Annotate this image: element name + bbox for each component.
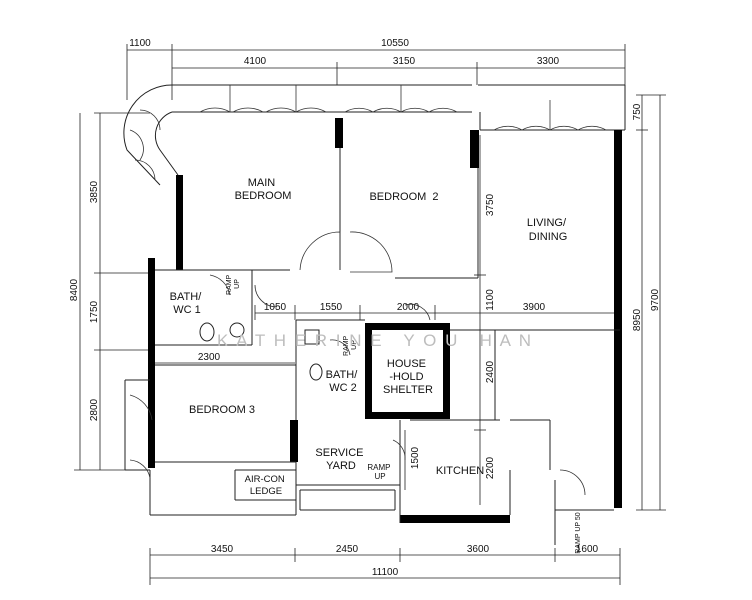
dim-corridor-3: 2000 [397, 302, 420, 313]
service-yard-label: SERVICE YARD [315, 447, 366, 472]
bedroom-3-label: BEDROOM 3 [189, 404, 255, 416]
fixtures [199, 322, 323, 381]
dim-bottom-1: 3450 [211, 544, 234, 555]
dim-right-mid: 8950 [632, 308, 643, 331]
room-labels: MAIN BEDROOM BEDROOM 2 LIVING/ DINING BA… [170, 177, 569, 497]
dim-bedroom2-height: 3750 [485, 193, 496, 216]
dim-bottom-2: 2450 [336, 544, 359, 555]
sink-icon [229, 322, 245, 338]
dim-left-3: 2800 [89, 398, 100, 421]
dim-top-segment-3: 3300 [537, 56, 560, 67]
bedroom-2-label: BEDROOM 2 [369, 191, 438, 203]
dim-left-2: 1750 [89, 300, 100, 323]
kitchen-label: KITCHEN [436, 465, 484, 477]
dim-corridor-2: 1550 [320, 302, 343, 313]
bath-wc-2-label: BATH/ WC 2 [326, 369, 361, 394]
main-bedroom-label: MAIN BEDROOM [235, 177, 292, 202]
dim-living-gap: 1100 [485, 289, 496, 311]
dim-left-overall: 8400 [69, 278, 80, 301]
dim-bath1-width: 2300 [198, 352, 221, 363]
dim-top-overall-right: 10550 [381, 38, 409, 49]
watermark: K A T H E R I N E Y O U H A N [217, 331, 533, 350]
dim-bottom-3: 3600 [467, 544, 490, 555]
aircon-ledge-label: AIR-CON LEDGE [245, 474, 288, 497]
household-shelter-label: HOUSE -HOLD SHELTER [383, 358, 433, 396]
dim-right-small: 750 [632, 103, 643, 120]
ramp-bath1-label: RAMP UP [226, 273, 241, 295]
ramp-labels: RAMP UP RAMP UP RAMP UP RAMP UP 50 [226, 273, 582, 553]
dim-living-width: 3900 [523, 302, 546, 313]
dim-shelter-height: 2400 [485, 360, 496, 383]
interior-door-swings [129, 231, 586, 496]
dim-left-1: 3850 [89, 180, 100, 203]
toilet-icon [199, 322, 215, 342]
bath-wc-1-label: BATH/ WC 1 [170, 291, 205, 316]
living-dining-label: LIVING/ DINING [527, 217, 569, 243]
walls [148, 118, 622, 523]
sink-icon [304, 329, 320, 345]
dim-top-segment-1: 4100 [244, 56, 267, 67]
dim-kitchen-height: 2200 [485, 456, 496, 479]
dim-right-overall: 9700 [650, 288, 661, 311]
window-frames [123, 84, 626, 186]
dimension-lines [74, 44, 666, 585]
dim-bottom-4: 1600 [576, 544, 599, 555]
dim-bottom-overall: 11100 [372, 567, 399, 578]
ramp-service-label: RAMP UP [367, 463, 392, 481]
ramp-bath2-label: RAMP UP [343, 334, 358, 356]
dimension-labels: 1100 10550 4100 3150 3300 750 8950 9700 … [69, 38, 661, 578]
dim-top-overall-left: 1100 [129, 38, 151, 49]
dim-corridor-1: 1050 [264, 302, 287, 313]
ramp-bottom-label: RAMP UP 50 [575, 512, 582, 553]
top-window-swings [129, 85, 607, 181]
dim-top-segment-2: 3150 [393, 56, 416, 67]
dim-service-height: 1500 [410, 446, 421, 469]
toilet-icon [309, 363, 323, 381]
interior-lines [124, 148, 620, 545]
